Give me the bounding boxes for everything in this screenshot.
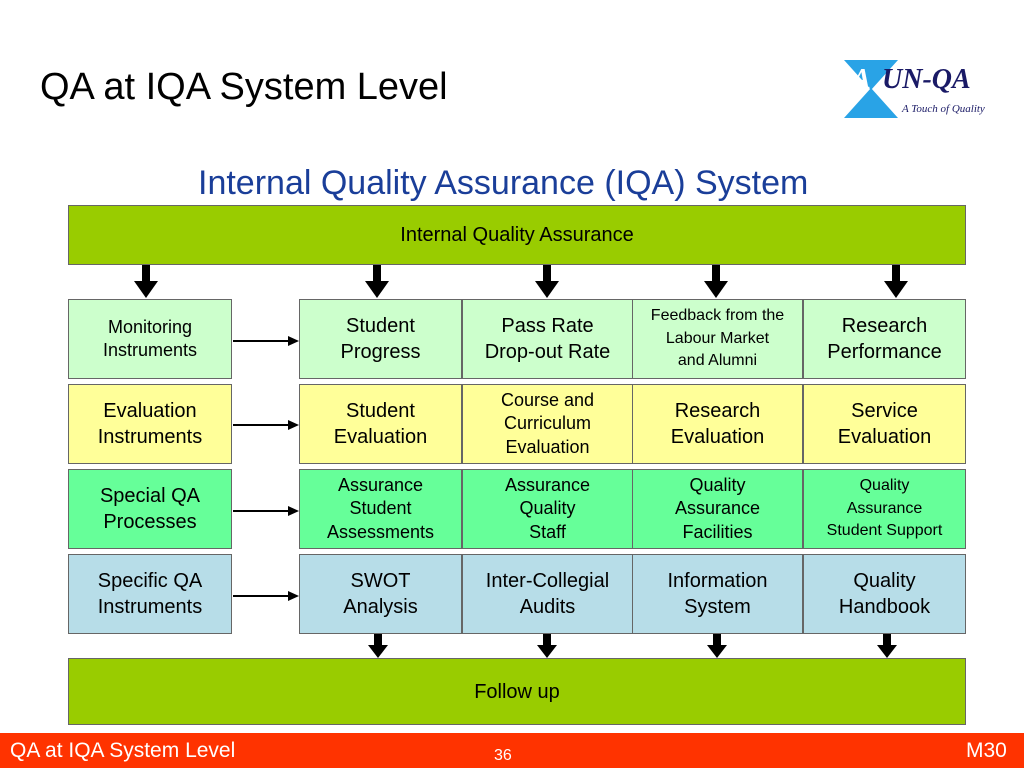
module-code: M30	[966, 739, 1007, 762]
cell-research-performance: Research Performance	[803, 299, 966, 379]
cell-service-evaluation: Service Evaluation	[803, 384, 966, 464]
follow-up-bar: Follow up	[68, 658, 966, 725]
aun-qa-logo-mark	[844, 60, 898, 118]
cell-swot-analysis: SWOT Analysis	[299, 554, 462, 634]
logo-tagline: A Touch of Quality	[902, 103, 985, 115]
cell-assurance-quality-staff: Assurance Quality Staff	[462, 469, 633, 549]
cell-course-curriculum-evaluation: Course and Curriculum Evaluation	[462, 384, 633, 464]
page-number: 36	[494, 747, 512, 764]
cell-student-progress: Student Progress	[299, 299, 462, 379]
footer-title: QA at IQA System Level	[10, 739, 236, 762]
row-connector-arrows	[233, 336, 299, 601]
row-label-specific-qa: Specific QA Instruments	[68, 554, 232, 634]
logo-text: UN-QA	[882, 64, 971, 95]
row-label-evaluation: Evaluation Instruments	[68, 384, 232, 464]
internal-quality-assurance-bar: Internal Quality Assurance	[68, 205, 966, 265]
diagram-title: Internal Quality Assurance (IQA) System	[198, 164, 809, 202]
cell-quality-assurance-student-support: Quality Assurance Student Support	[803, 469, 966, 549]
cell-information-system: Information System	[632, 554, 803, 634]
row-label-monitoring: Monitoring Instruments	[68, 299, 232, 379]
down-arrow-group-top	[134, 265, 908, 298]
cell-quality-handbook: Quality Handbook	[803, 554, 966, 634]
cell-quality-assurance-facilities: Quality Assurance Facilities	[632, 469, 803, 549]
row-label-special-qa: Special QA Processes	[68, 469, 232, 549]
logo-letter-a: A	[852, 64, 871, 95]
cell-inter-collegial-audits: Inter-Collegial Audits	[462, 554, 633, 634]
cell-research-evaluation: Research Evaluation	[632, 384, 803, 464]
cell-feedback-labour-market: Feedback from the Labour Market and Alum…	[632, 299, 803, 379]
cell-student-evaluation: Student Evaluation	[299, 384, 462, 464]
slide-title: QA at IQA System Level	[40, 66, 448, 108]
cell-assurance-student-assessments: Assurance Student Assessments	[299, 469, 462, 549]
cell-pass-rate: Pass Rate Drop-out Rate	[462, 299, 633, 379]
footer-bar	[0, 733, 1024, 768]
down-arrow-group-bottom	[368, 633, 897, 658]
